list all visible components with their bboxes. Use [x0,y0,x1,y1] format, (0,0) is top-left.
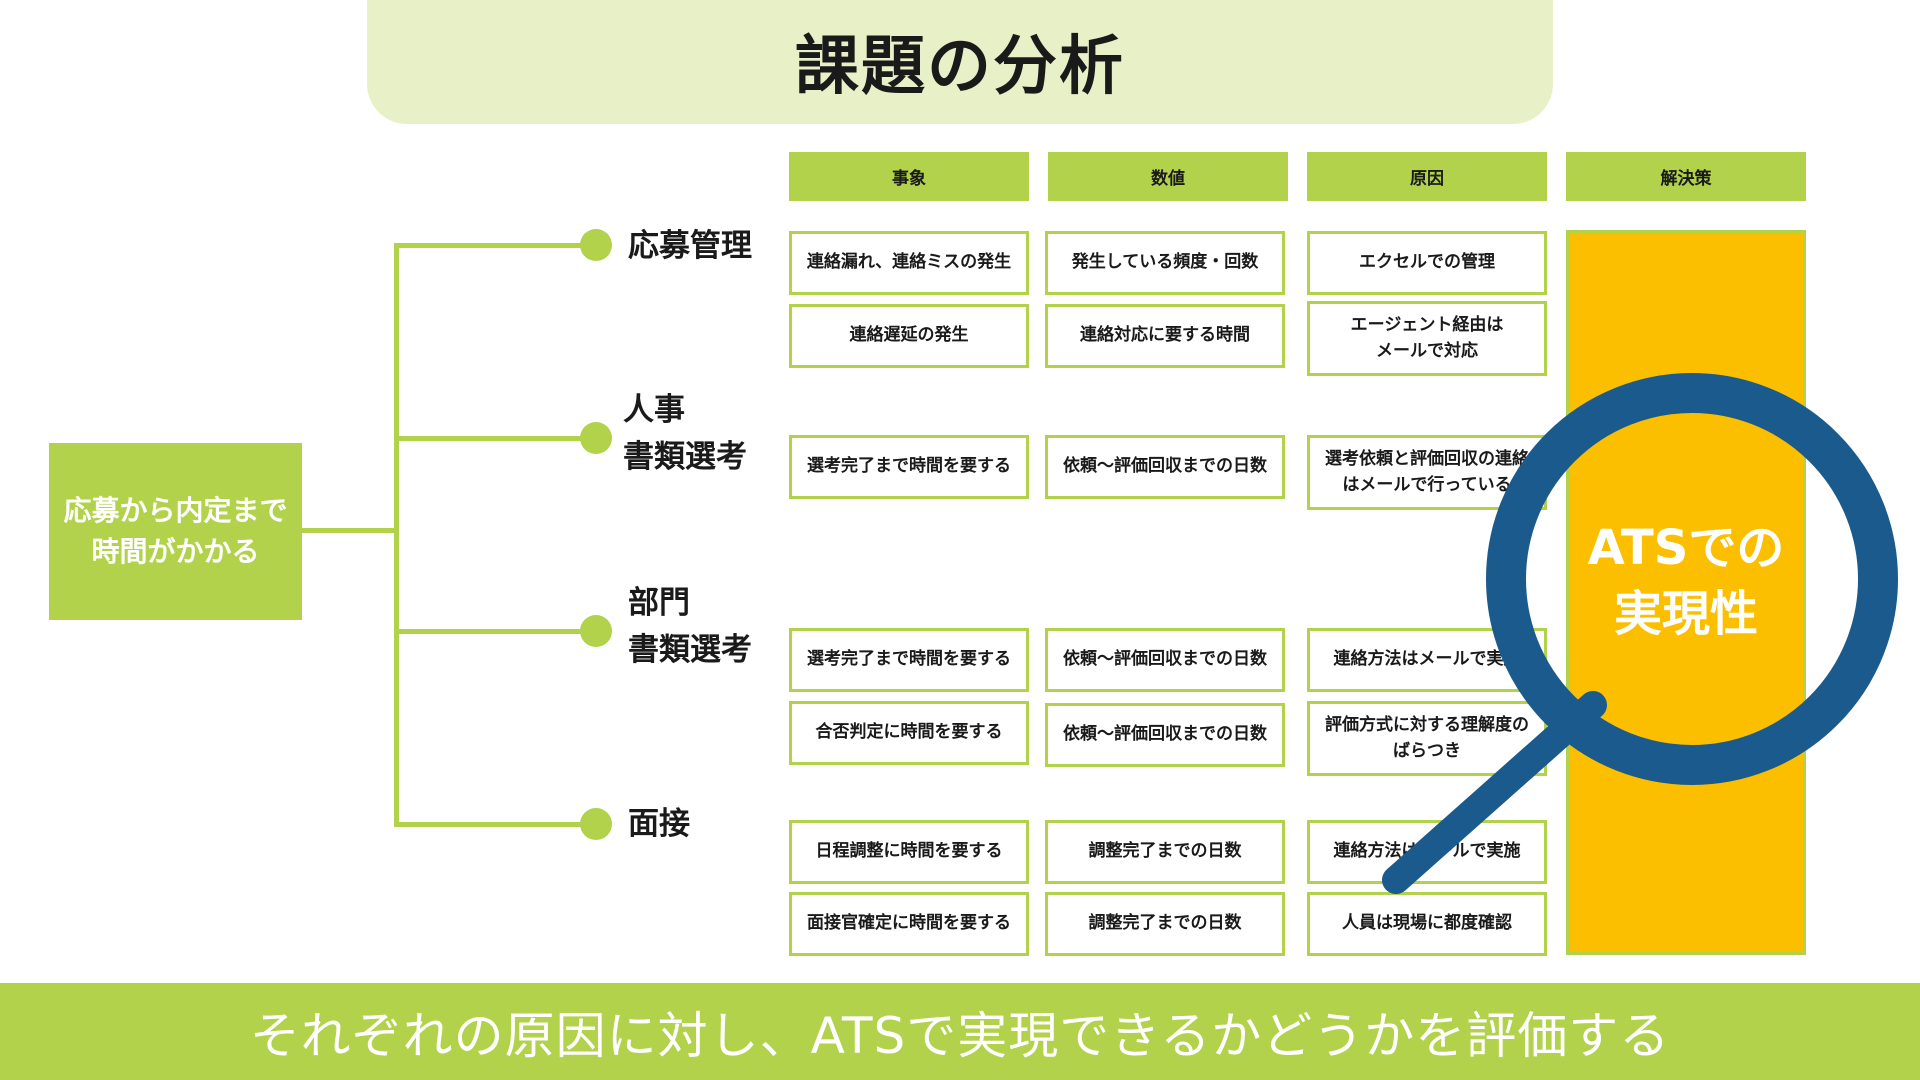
cell-event: 合否判定に時間を要する [789,701,1029,765]
branch-dot [580,808,612,840]
root-issue-box: 応募から内定まで 時間がかかる [49,443,302,620]
cell-event: 選考完了まで時間を要する [789,628,1029,692]
branch-dot [580,422,612,454]
cell-event: 面接官確定に時間を要する [789,892,1029,956]
cell-event: 選考完了まで時間を要する [789,435,1029,499]
cell-metric: 連絡対応に要する時間 [1045,304,1285,368]
branch-line-4 [394,822,596,827]
branch-dot [580,615,612,647]
cell-event: 日程調整に時間を要する [789,820,1029,884]
footer-text: それぞれの原因に対し、ATSで実現できるかどうかを評価する [249,1006,1671,1065]
branch-label-hr-screening: 人事 書類選考 [623,392,747,476]
cell-metric: 発生している頻度・回数 [1045,231,1285,295]
branch-line-3 [394,629,596,634]
footer-banner: それぞれの原因に対し、ATSで実現できるかどうかを評価する [0,983,1920,1080]
column-header-solution: 解決策 [1566,152,1806,201]
cell-metric: 依頼〜評価回収までの日数 [1045,703,1285,767]
root-connector [302,528,399,533]
cell-cause: エクセルでの管理 [1307,231,1547,295]
branch-label-interview: 面接 [628,806,690,842]
cell-event: 連絡遅延の発生 [789,304,1029,368]
page-title: 課題の分析 [795,30,1125,104]
column-header-metric: 数値 [1048,152,1288,201]
cell-cause: エージェント経由は メールで対応 [1307,301,1547,376]
title-banner: 課題の分析 [367,0,1553,124]
cell-cause: 選考依頼と評価回収の連絡 はメールで行っている [1307,435,1547,510]
branch-line-2 [394,436,596,441]
branch-label-application: 応募管理 [628,228,752,264]
cell-cause: 人員は現場に都度確認 [1307,892,1547,956]
cell-metric: 依頼〜評価回収までの日数 [1045,435,1285,499]
tree-trunk [394,243,399,827]
branch-line-1 [394,243,596,248]
cell-event: 連絡漏れ、連絡ミスの発生 [789,231,1029,295]
branch-label-dept-screening: 部門 書類選考 [628,585,752,669]
cell-metric: 依頼〜評価回収までの日数 [1045,628,1285,692]
branch-dot [580,229,612,261]
solution-column [1566,230,1806,955]
column-header-cause: 原因 [1307,152,1547,201]
cell-metric: 調整完了までの日数 [1045,892,1285,956]
cell-metric: 調整完了までの日数 [1045,820,1285,884]
solution-label: ATSでの 実現性 [1587,520,1785,643]
column-header-event: 事象 [789,152,1029,201]
